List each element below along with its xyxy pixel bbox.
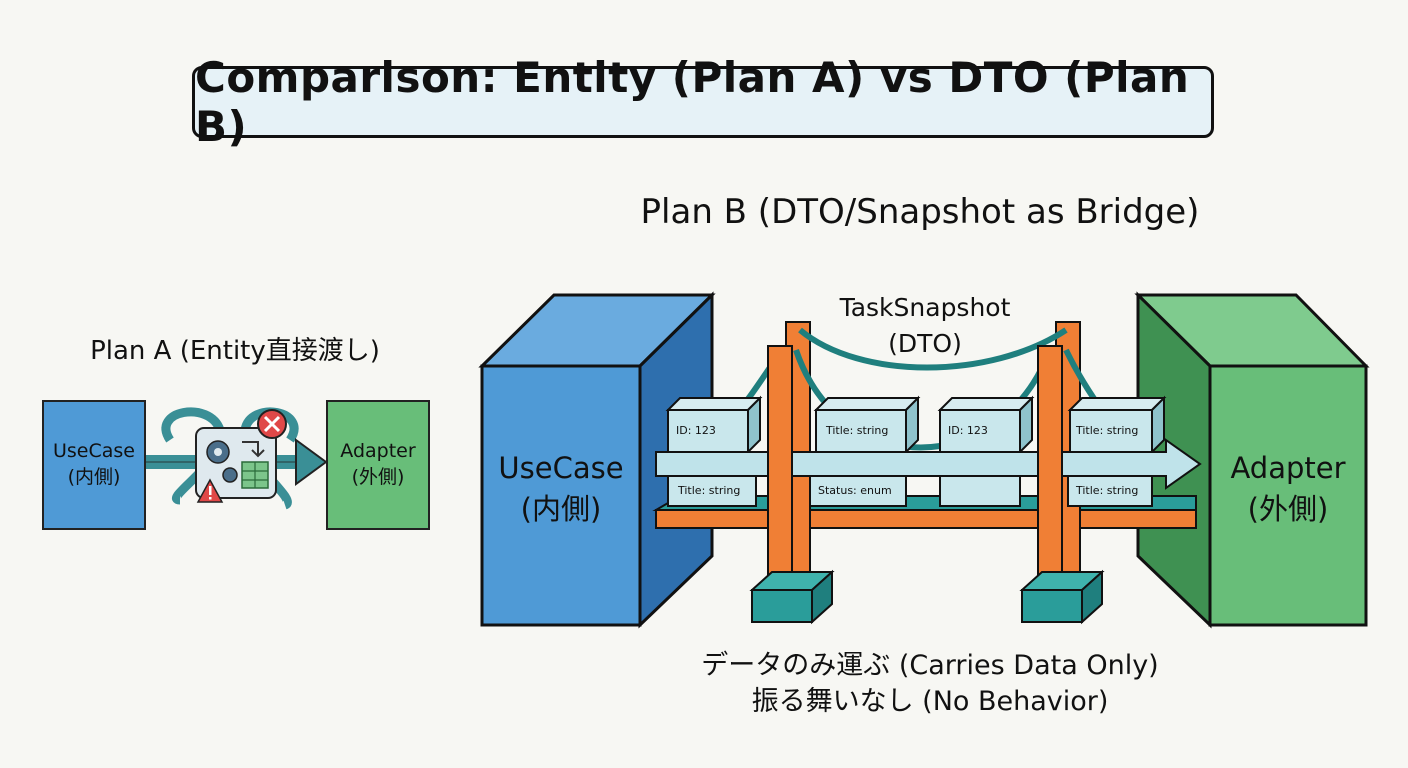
data-packet-4 [1067, 395, 1167, 455]
data-packet-4-lower [1067, 475, 1153, 507]
data-packet-1-lower [667, 475, 757, 507]
bridge-tower-front-right [1019, 345, 1105, 625]
caption-line-1: データのみ運ぶ (Carries Data Only) [701, 650, 1159, 681]
packet-2-field-bottom: Status: enum [818, 484, 892, 497]
plan-b-adapter-sublabel: (外側) [1247, 491, 1329, 526]
plan-b-usecase-label: UseCase [498, 451, 624, 485]
plan-a-heading: Plan A (Entity直接渡し) [90, 336, 380, 366]
bridge-tower-front-left [749, 345, 835, 625]
data-packet-1 [665, 395, 763, 455]
packet-1-field-bottom: Title: string [678, 484, 741, 497]
plan-b-usecase-label-group: UseCase (内側) [482, 448, 640, 529]
plan-b-caption: データのみ運ぶ (Carries Data Only) 振る舞いなし (No B… [600, 648, 1260, 721]
data-packet-3-lower [939, 475, 1021, 507]
task-snapshot-type: (DTO) [888, 329, 962, 359]
task-snapshot-label: TaskSnapshot (DTO) [800, 290, 1050, 363]
plan-a-adapter-box: Adapter (外側) [326, 400, 430, 530]
warning-icon [196, 478, 224, 503]
gear-icon [206, 440, 238, 483]
packet-1-field-top: ID: 123 [676, 424, 716, 437]
plan-a-usecase-box: UseCase (内側) [42, 400, 146, 530]
plan-b-adapter-label-group: Adapter (外側) [1210, 448, 1366, 529]
plan-a-usecase-label: UseCase [53, 440, 135, 463]
packet-3-field-top: ID: 123 [948, 424, 988, 437]
data-packet-2 [813, 395, 921, 455]
plan-b-usecase-sublabel: (内側) [520, 491, 602, 526]
plan-a-adapter-sublabel: (外側) [351, 466, 405, 488]
plan-a-tangled-connector [146, 407, 328, 510]
packet-2-field-top: Title: string [826, 424, 889, 437]
plan-b-heading: Plan B (DTO/Snapshot as Bridge) [640, 192, 1200, 232]
plan-b-adapter-label: Adapter [1230, 451, 1346, 485]
packet-4-field-top: Title: string [1076, 424, 1139, 437]
plan-a-usecase-sublabel: (内側) [67, 466, 121, 488]
caption-line-2: 振る舞いなし (No Behavior) [751, 686, 1109, 718]
packet-4-field-bottom: Title: string [1076, 484, 1139, 497]
error-x-icon [257, 409, 287, 439]
plan-a-adapter-label: Adapter [340, 440, 416, 463]
data-packet-2-lower [809, 475, 907, 507]
spreadsheet-icon [241, 461, 269, 489]
arrow-down-icon [242, 441, 265, 458]
task-snapshot-name: TaskSnapshot [839, 293, 1011, 322]
